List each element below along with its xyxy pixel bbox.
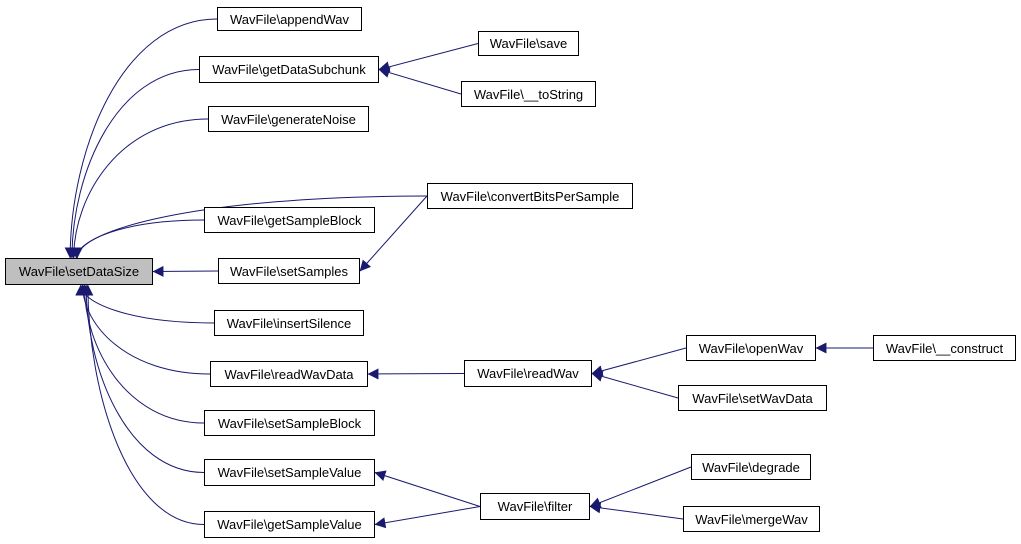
node-getSampleValue[interactable]: WavFile\getSampleValue <box>204 511 375 538</box>
edge-degrade-to-filter <box>589 466 692 508</box>
edge-setSampleValue-to-setDataSize <box>80 284 205 473</box>
node-setSampleValue[interactable]: WavFile\setSampleValue <box>204 459 375 486</box>
edge-save-to-getDataSubchunk <box>378 43 479 73</box>
node-degrade[interactable]: WavFile\degrade <box>691 454 811 480</box>
node-setWavData[interactable]: WavFile\setWavData <box>678 385 827 411</box>
node-toString[interactable]: WavFile\__toString <box>461 81 596 107</box>
node-save[interactable]: WavFile\save <box>478 31 579 56</box>
node-appendWav[interactable]: WavFile\appendWav <box>217 7 362 31</box>
edge-filter-to-getSampleValue <box>374 506 481 529</box>
node-filter[interactable]: WavFile\filter <box>480 493 590 520</box>
node-getSampleBlock[interactable]: WavFile\getSampleBlock <box>204 207 375 233</box>
node-setDataSize: WavFile\setDataSize <box>5 258 153 285</box>
edge-setSampleBlock-to-setDataSize <box>78 284 205 424</box>
node-insertSilence[interactable]: WavFile\insertSilence <box>214 310 364 336</box>
edge-getDataSubchunk-to-setDataSize <box>66 69 200 259</box>
edge-setSamples-to-setDataSize <box>152 265 219 277</box>
edge-readWavData-to-setDataSize <box>77 284 211 375</box>
node-convertBitsPerSample[interactable]: WavFile\convertBitsPerSample <box>427 183 633 209</box>
node-generateNoise[interactable]: WavFile\generateNoise <box>208 106 369 132</box>
edge-openWav-to-readWav <box>591 347 687 377</box>
edge-generateNoise-to-setDataSize <box>68 118 209 259</box>
edge-mergeWav-to-filter <box>589 502 684 520</box>
edge-appendWav-to-setDataSize <box>64 18 218 259</box>
edge-setWavData-to-readWav <box>591 371 679 399</box>
node-setSampleBlock[interactable]: WavFile\setSampleBlock <box>204 410 375 436</box>
edge-filter-to-setSampleValue <box>374 470 481 507</box>
edge-toString-to-getDataSubchunk <box>378 67 462 95</box>
node-openWav[interactable]: WavFile\openWav <box>686 335 816 361</box>
node-readWavData[interactable]: WavFile\readWavData <box>210 361 368 387</box>
edge-convertBitsPerSample-to-setSamples <box>359 195 428 272</box>
node-mergeWav[interactable]: WavFile\mergeWav <box>683 506 820 532</box>
edge-insertSilence-to-setDataSize <box>75 284 215 324</box>
edge-getSampleBlock-to-setDataSize <box>71 219 205 259</box>
node-getDataSubchunk[interactable]: WavFile\getDataSubchunk <box>199 56 379 83</box>
edge-getSampleValue-to-setDataSize <box>82 284 205 525</box>
node-construct[interactable]: WavFile\__construct <box>873 335 1016 361</box>
node-setSamples[interactable]: WavFile\setSamples <box>218 258 360 284</box>
node-readWav[interactable]: WavFile\readWav <box>464 360 592 387</box>
edge-readWav-to-readWavData <box>367 368 465 380</box>
